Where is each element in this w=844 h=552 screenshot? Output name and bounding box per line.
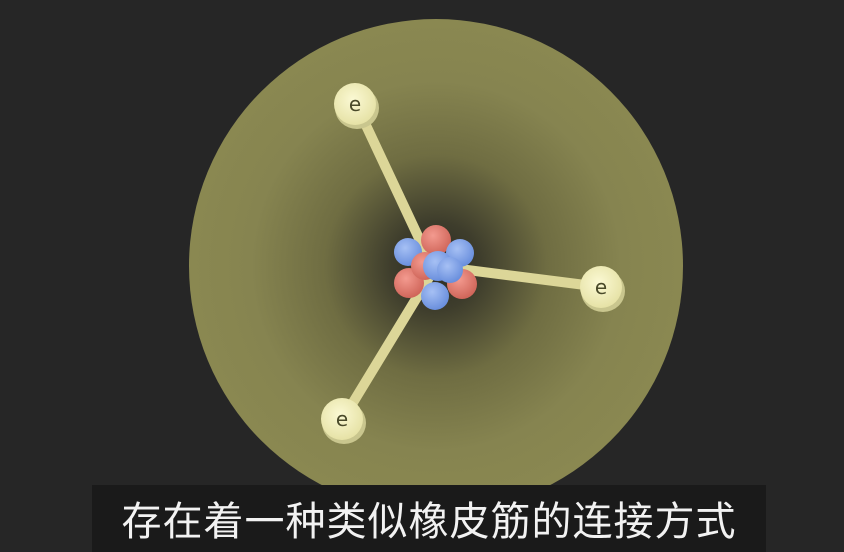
neutron [437, 257, 463, 283]
nucleus [394, 225, 477, 310]
electron-right: e [580, 266, 625, 312]
electron-label: e [595, 275, 607, 299]
subtitle-text: 存在着一种类似橡皮筋的连接方式 [121, 498, 737, 545]
bond-upper [351, 99, 437, 271]
electron-label: e [336, 407, 348, 431]
electron-upper: e [334, 83, 379, 129]
proton [421, 225, 451, 255]
subtitle-bar: 存在着一种类似橡皮筋的连接方式 [92, 485, 766, 552]
electron-lower: e [321, 398, 366, 444]
electron-label: e [349, 92, 361, 116]
neutron [421, 282, 449, 310]
